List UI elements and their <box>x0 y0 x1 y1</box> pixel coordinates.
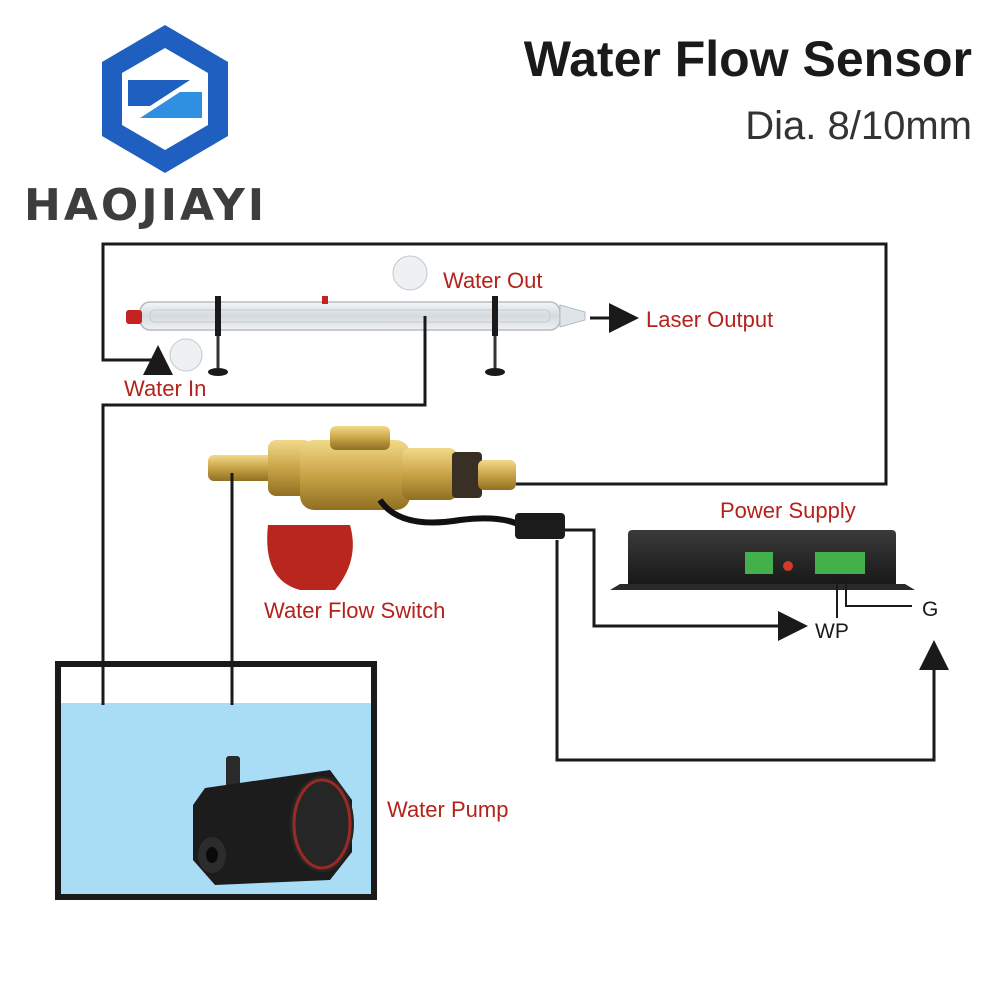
label-water-pump: Water Pump <box>387 797 509 822</box>
water-pump-icon <box>193 756 354 885</box>
label-wp: WP <box>815 620 849 643</box>
brand-logo-icon <box>102 25 228 173</box>
brand-name: HAOJIAYI <box>24 180 268 231</box>
label-water-out: Water Out <box>443 268 543 293</box>
label-g: G <box>922 598 939 621</box>
label-laser-output: Laser Output <box>646 307 774 332</box>
power-supply-icon <box>610 530 915 590</box>
label-water-flow-switch: Water Flow Switch <box>264 598 446 623</box>
laser-tube-icon <box>126 255 586 376</box>
connection-lines <box>101 242 949 762</box>
page-title: Water Flow Sensor <box>523 31 972 87</box>
page-subtitle: Dia. 8/10mm <box>745 104 972 148</box>
water-flow-switch-icon <box>208 426 565 590</box>
label-water-in: Water In <box>124 376 207 401</box>
label-power-supply: Power Supply <box>720 498 856 523</box>
